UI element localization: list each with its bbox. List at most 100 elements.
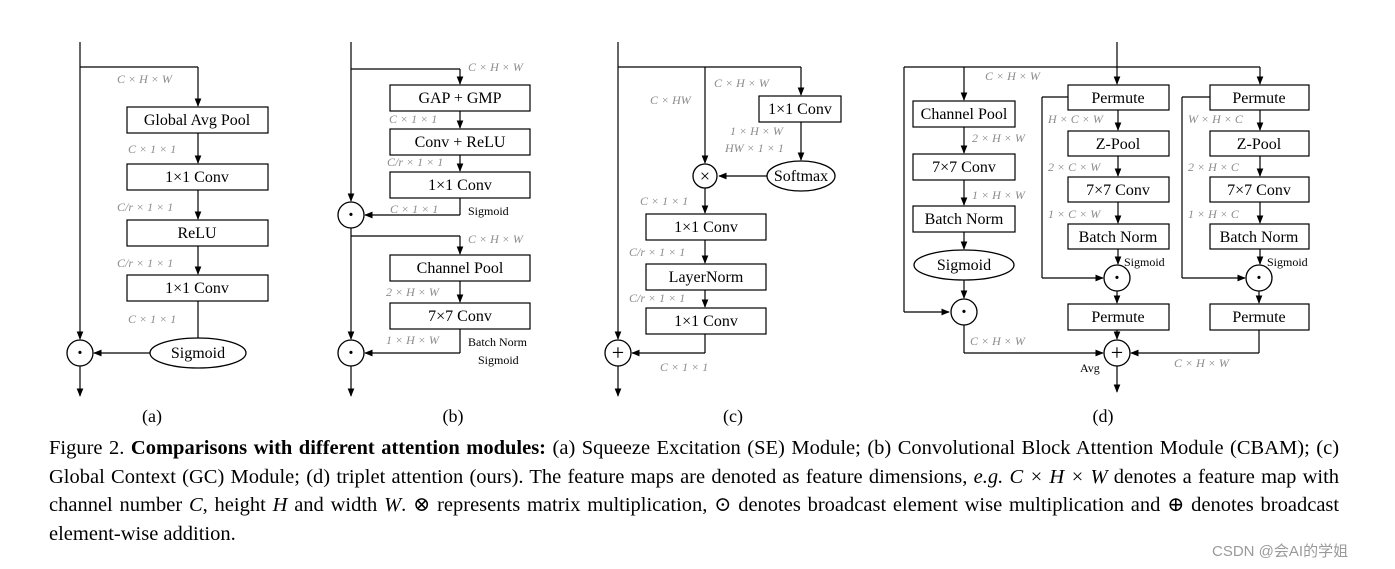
caption-odot: ⊙ bbox=[714, 494, 732, 516]
batchnorm-d1-label: Batch Norm bbox=[925, 211, 1004, 228]
panel-label-c: (c) bbox=[723, 406, 743, 427]
caption-part-8: denotes broadcast element-wise addition. bbox=[49, 494, 1340, 545]
gap-gmp-label: GAP + GMP bbox=[418, 90, 501, 107]
dim-chw-b1: C × H × W bbox=[468, 60, 524, 74]
caption-math-h: H bbox=[272, 494, 288, 516]
avg-note-d: Avg bbox=[1080, 361, 1100, 375]
caption-math-w: W bbox=[384, 494, 402, 516]
conv-1x1-c2-label: 1×1 Conv bbox=[674, 313, 738, 330]
conv-1x1-c1-label: 1×1 Conv bbox=[674, 219, 738, 236]
multiply-symbol-d2: · bbox=[1114, 267, 1121, 289]
zpool-d3-label: Z-Pool bbox=[1237, 136, 1282, 153]
dim-c11-a1: C × 1 × 1 bbox=[128, 142, 176, 156]
panel-d: C × H × W Channel Pool 2 × H × W 7×7 Con… bbox=[903, 42, 1310, 427]
caption-bold-title: Comparisons with different attention mod… bbox=[130, 437, 547, 459]
dim-2hc-d: 2 × H × C bbox=[1188, 160, 1240, 174]
dim-1hw-b: 1 × H × W bbox=[386, 333, 440, 347]
batchnorm-note-b: Batch Norm bbox=[468, 335, 528, 349]
dim-2hw-d: 2 × H × W bbox=[972, 131, 1026, 145]
multiply-symbol-d1: · bbox=[961, 301, 968, 323]
caption-part-5: . bbox=[401, 494, 407, 516]
dim-chw-b2: C × H × W bbox=[468, 232, 524, 246]
zpool-d2-label: Z-Pool bbox=[1096, 136, 1141, 153]
caption-part-4: and width bbox=[294, 494, 378, 516]
permute-d3b-label: Permute bbox=[1232, 309, 1285, 326]
dim-1hw-d: 1 × H × W bbox=[972, 188, 1026, 202]
multiply-symbol-a: · bbox=[77, 342, 84, 364]
caption-eg: e.g. bbox=[973, 465, 1004, 488]
relu-box bbox=[126, 219, 269, 247]
gap-gmp-box bbox=[389, 84, 531, 112]
conv-1x1-c-top-box bbox=[758, 95, 842, 123]
caption-part-1: (a) Squeeze Excitation (SE) Module; (b) … bbox=[49, 437, 1340, 488]
conv-1x1-b-label: 1×1 Conv bbox=[428, 177, 492, 194]
conv-7x7-d3-label: 7×7 Conv bbox=[1227, 182, 1291, 199]
caption-part-7: denotes broadcast element wise multiplic… bbox=[738, 494, 1161, 516]
multiply-symbol-b1: · bbox=[348, 204, 355, 226]
zpool-d2-box bbox=[1067, 130, 1170, 157]
dim-c11-c1: C × 1 × 1 bbox=[640, 194, 688, 208]
layernorm-label: LayerNorm bbox=[669, 269, 744, 286]
relu-label: ReLU bbox=[177, 225, 217, 242]
channel-pool-b-label: Channel Pool bbox=[417, 260, 504, 277]
channel-pool-d-box bbox=[912, 100, 1016, 128]
permute-d3b-box bbox=[1209, 303, 1310, 331]
dim-1cw-d: 1 × C × W bbox=[1048, 207, 1101, 221]
attention-modules-diagram: C × H × W Global Avg Pool C × 1 × 1 1×1 … bbox=[66, 42, 1310, 427]
permute-d3-label: Permute bbox=[1232, 90, 1285, 107]
permute-d2-box bbox=[1067, 84, 1170, 111]
conv-7x7-d2-box bbox=[1067, 176, 1170, 203]
figure-number: Figure 2. bbox=[49, 437, 125, 459]
batchnorm-d3-label: Batch Norm bbox=[1220, 229, 1299, 246]
dim-hcw-d: H × C × W bbox=[1047, 112, 1104, 126]
dim-cr11-c1: C/r × 1 × 1 bbox=[629, 245, 685, 259]
watermark: CSDN @会AI的学姐 bbox=[1212, 543, 1349, 560]
panel-label-b: (b) bbox=[443, 406, 464, 427]
channel-pool-d-label: Channel Pool bbox=[921, 106, 1008, 123]
dim-cr11-a1: C/r × 1 × 1 bbox=[117, 200, 173, 214]
sigmoid-label-d1: Sigmoid bbox=[937, 257, 991, 274]
dim-2hw-b: 2 × H × W bbox=[386, 285, 440, 299]
caption-math-c: C bbox=[188, 494, 203, 516]
caption-oplus: ⊕ bbox=[1167, 494, 1185, 516]
conv-relu-label: Conv + ReLU bbox=[415, 134, 506, 151]
conv-1x1-b-box bbox=[389, 171, 531, 199]
dim-chw-d-b3: C × H × W bbox=[1174, 356, 1230, 370]
panel-label-d: (d) bbox=[1093, 406, 1114, 427]
layernorm-box bbox=[645, 263, 767, 291]
caption-math-chw: C × H × W bbox=[1009, 465, 1108, 488]
dim-chw-d-b1: C × H × W bbox=[970, 334, 1026, 348]
add-symbol-d: + bbox=[1111, 340, 1123, 365]
dim-chw-d-top: C × H × W bbox=[985, 69, 1041, 83]
dim-c11-a2: C × 1 × 1 bbox=[128, 312, 176, 326]
dim-2cw-d: 2 × C × W bbox=[1048, 160, 1101, 174]
add-symbol-c: + bbox=[612, 340, 624, 365]
conv-1x1-c1-box bbox=[645, 213, 767, 241]
sigmoid-note-d2: Sigmoid bbox=[1124, 255, 1165, 269]
conv-7x7-d1-label: 7×7 Conv bbox=[932, 159, 996, 176]
conv-1x1-a1-label: 1×1 Conv bbox=[165, 169, 229, 186]
multiply-symbol-d3: · bbox=[1256, 267, 1263, 289]
softmax-label: Softmax bbox=[774, 168, 828, 185]
figure-caption: Figure 2. Comparisons with different att… bbox=[49, 434, 1339, 548]
caption-part-2: denotes a feature map with channel numbe… bbox=[49, 465, 1340, 517]
batchnorm-d2-box bbox=[1067, 223, 1170, 250]
conv-7x7-b-box bbox=[389, 302, 531, 330]
caption-part-3: , height bbox=[202, 494, 266, 516]
dim-cr11-b: C/r × 1 × 1 bbox=[387, 155, 443, 169]
conv-1x1-a2-label: 1×1 Conv bbox=[165, 280, 229, 297]
global-avg-pool-label: Global Avg Pool bbox=[144, 112, 251, 129]
batchnorm-d3-box bbox=[1209, 223, 1310, 250]
global-avg-pool-box bbox=[126, 106, 269, 134]
permute-d2-label: Permute bbox=[1091, 90, 1144, 107]
sigmoid-label-a: Sigmoid bbox=[171, 345, 225, 362]
dim-c11-b2: C × 1 × 1 bbox=[390, 202, 438, 216]
dim-1hc-d: 1 × H × C bbox=[1188, 207, 1240, 221]
zpool-d3-box bbox=[1209, 130, 1310, 157]
caption-otimes: ⊗ bbox=[413, 494, 431, 516]
dim-hw11-c: HW × 1 × 1 bbox=[724, 141, 784, 155]
dim-c11-c2: C × 1 × 1 bbox=[660, 360, 708, 374]
sigmoid-note-b2: Sigmoid bbox=[478, 353, 519, 367]
sigmoid-note-b1: Sigmoid bbox=[468, 204, 509, 218]
dim-cr11-c2: C/r × 1 × 1 bbox=[629, 291, 685, 305]
